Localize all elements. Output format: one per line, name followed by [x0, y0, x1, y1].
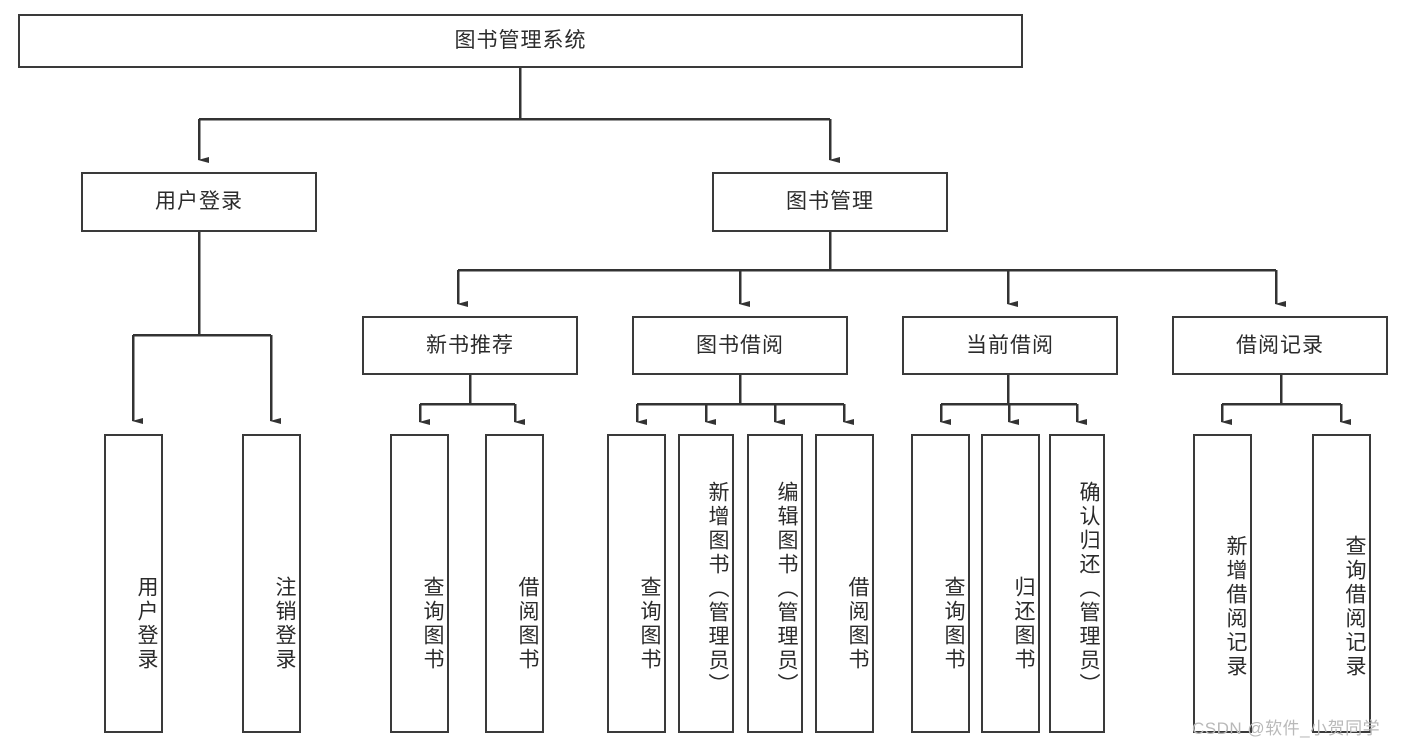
- leaf-current-borrow-return-book[interactable]: 归还图书: [981, 434, 1040, 733]
- leaf-user-login-login[interactable]: 用户登录: [104, 434, 163, 733]
- leaf-new-book-query-book[interactable]: 查询图书: [390, 434, 449, 733]
- leaf-new-book-borrow-book[interactable]: 借阅图书: [485, 434, 544, 733]
- node-user-login[interactable]: 用户登录: [81, 172, 317, 232]
- node-label: 图书管理: [786, 190, 874, 214]
- node-label: 当前借阅: [966, 333, 1054, 357]
- node-label: 查询图书: [421, 575, 444, 672]
- node-label: 用户登录: [155, 190, 243, 214]
- leaf-book-borrow-edit-book-admin[interactable]: 编辑图书（管理员）: [747, 434, 803, 733]
- node-label: 查询图书: [942, 575, 965, 672]
- node-label: 用户登录: [135, 575, 158, 672]
- node-label: 新增图书（管理员）: [706, 480, 729, 697]
- node-label: 查询借阅记录: [1343, 534, 1366, 679]
- leaf-user-login-logout[interactable]: 注销登录: [242, 434, 301, 733]
- csdn-watermark: CSDN @软件_小贺同学: [1192, 719, 1381, 738]
- node-label: 借阅图书: [846, 575, 869, 672]
- leaf-book-borrow-add-book-admin[interactable]: 新增图书（管理员）: [678, 434, 734, 733]
- node-label: 查询图书: [638, 575, 661, 672]
- node-label: 新增借阅记录: [1224, 534, 1247, 679]
- leaf-current-borrow-confirm-return-admin[interactable]: 确认归还（管理员）: [1049, 434, 1105, 733]
- node-borrow-record[interactable]: 借阅记录: [1172, 316, 1388, 375]
- leaf-book-borrow-borrow-book[interactable]: 借阅图书: [815, 434, 874, 733]
- node-label: 图书管理系统: [454, 29, 587, 53]
- leaf-borrow-record-query-record[interactable]: 查询借阅记录: [1312, 434, 1371, 733]
- node-label: 图书借阅: [696, 333, 784, 357]
- node-label: 编辑图书（管理员）: [775, 480, 798, 697]
- node-label: 归还图书: [1012, 575, 1035, 672]
- node-label: 确认归还（管理员）: [1077, 480, 1100, 697]
- node-book-management[interactable]: 图书管理: [712, 172, 948, 232]
- leaf-current-borrow-query-book[interactable]: 查询图书: [911, 434, 970, 733]
- leaf-borrow-record-add-record[interactable]: 新增借阅记录: [1193, 434, 1252, 733]
- node-label: 借阅图书: [516, 575, 539, 672]
- node-label: 借阅记录: [1236, 333, 1324, 357]
- node-label: 注销登录: [273, 575, 296, 672]
- node-root-book-management-system[interactable]: 图书管理系统: [18, 14, 1023, 68]
- node-book-borrow[interactable]: 图书借阅: [632, 316, 848, 375]
- node-label: 新书推荐: [426, 333, 514, 357]
- node-new-book-recommend[interactable]: 新书推荐: [362, 316, 578, 375]
- leaf-book-borrow-query-book[interactable]: 查询图书: [607, 434, 666, 733]
- node-current-borrow[interactable]: 当前借阅: [902, 316, 1118, 375]
